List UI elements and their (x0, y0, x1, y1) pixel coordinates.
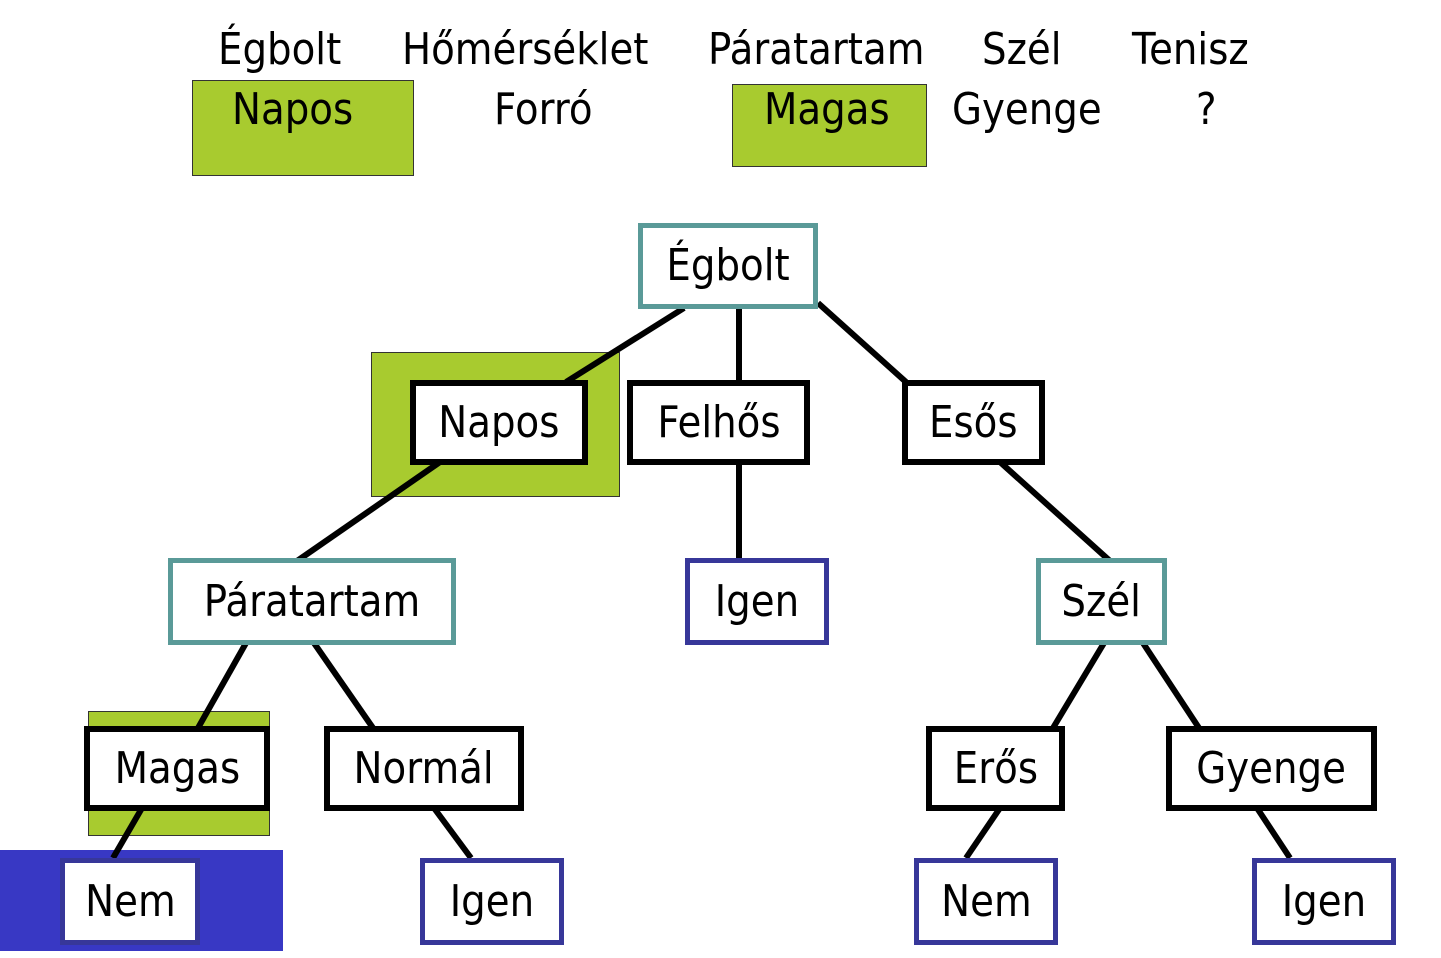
node-felhos-leaf-igen: Igen (685, 558, 829, 645)
value-gyenge: Gyenge (952, 84, 1102, 135)
node-magas: Magas (84, 726, 270, 811)
node-label: Nem (940, 875, 1032, 927)
edge-paratartam-normal (311, 641, 376, 730)
header-szel: Szél (982, 24, 1062, 75)
edge-paratartam-magas (195, 641, 249, 730)
node-normal: Normál (324, 726, 524, 811)
edge-root-esos (815, 300, 909, 385)
node-label: Normál (353, 742, 495, 794)
node-label: Felhős (656, 396, 781, 448)
edge-szel-gyenge (1140, 641, 1202, 730)
node-label: Napos (438, 396, 560, 448)
header-tenisz: Tenisz (1132, 24, 1249, 75)
node-label: Igen (714, 575, 800, 627)
edge-esos-szel (997, 459, 1113, 564)
node-label: Nem (84, 875, 176, 927)
node-szel: Szél (1036, 558, 1167, 645)
highlight-napos-instance (192, 80, 414, 176)
value-unknown: ? (1196, 84, 1217, 135)
header-paratartam: Páratartam (708, 24, 925, 75)
node-leaf-nem-magas: Nem (60, 858, 200, 945)
node-felhos: Felhős (627, 380, 810, 465)
node-label: Égbolt (666, 240, 790, 291)
edge-gyenge-igen (1254, 806, 1293, 860)
edge-szel-eros (1050, 641, 1107, 730)
node-root-egbolt: Égbolt (638, 223, 818, 309)
value-forro: Forró (494, 84, 593, 135)
highlight-magas-instance (732, 84, 927, 167)
node-label: Igen (1281, 875, 1367, 927)
value-napos: Napos (232, 84, 354, 135)
node-napos: Napos (410, 380, 588, 465)
edge-magas-nem (110, 806, 145, 860)
node-label: Magas (114, 742, 240, 794)
header-homerseklet: Hőmérséklet (402, 24, 649, 75)
node-label: Gyenge (1196, 742, 1347, 794)
node-label: Páratartam (203, 575, 421, 627)
edge-root-napos (564, 305, 686, 385)
edge-eros-nem (963, 806, 1003, 860)
node-paratartam: Páratartam (168, 558, 456, 645)
edge-normal-igen (431, 806, 474, 860)
node-label: Esős (929, 396, 1018, 448)
node-label: Igen (449, 875, 535, 927)
node-gyenge: Gyenge (1166, 726, 1377, 811)
header-egbolt: Égbolt (218, 24, 342, 75)
node-label: Szél (1061, 575, 1142, 627)
edge-napos-paratartam (295, 459, 442, 564)
node-leaf-igen-gyenge: Igen (1252, 858, 1396, 945)
node-leaf-nem-eros: Nem (914, 858, 1058, 945)
node-esos: Esős (902, 380, 1045, 465)
value-magas: Magas (764, 84, 890, 135)
node-leaf-igen-normal: Igen (420, 858, 564, 945)
node-label: Erős (953, 742, 1038, 794)
node-eros: Erős (926, 726, 1065, 811)
